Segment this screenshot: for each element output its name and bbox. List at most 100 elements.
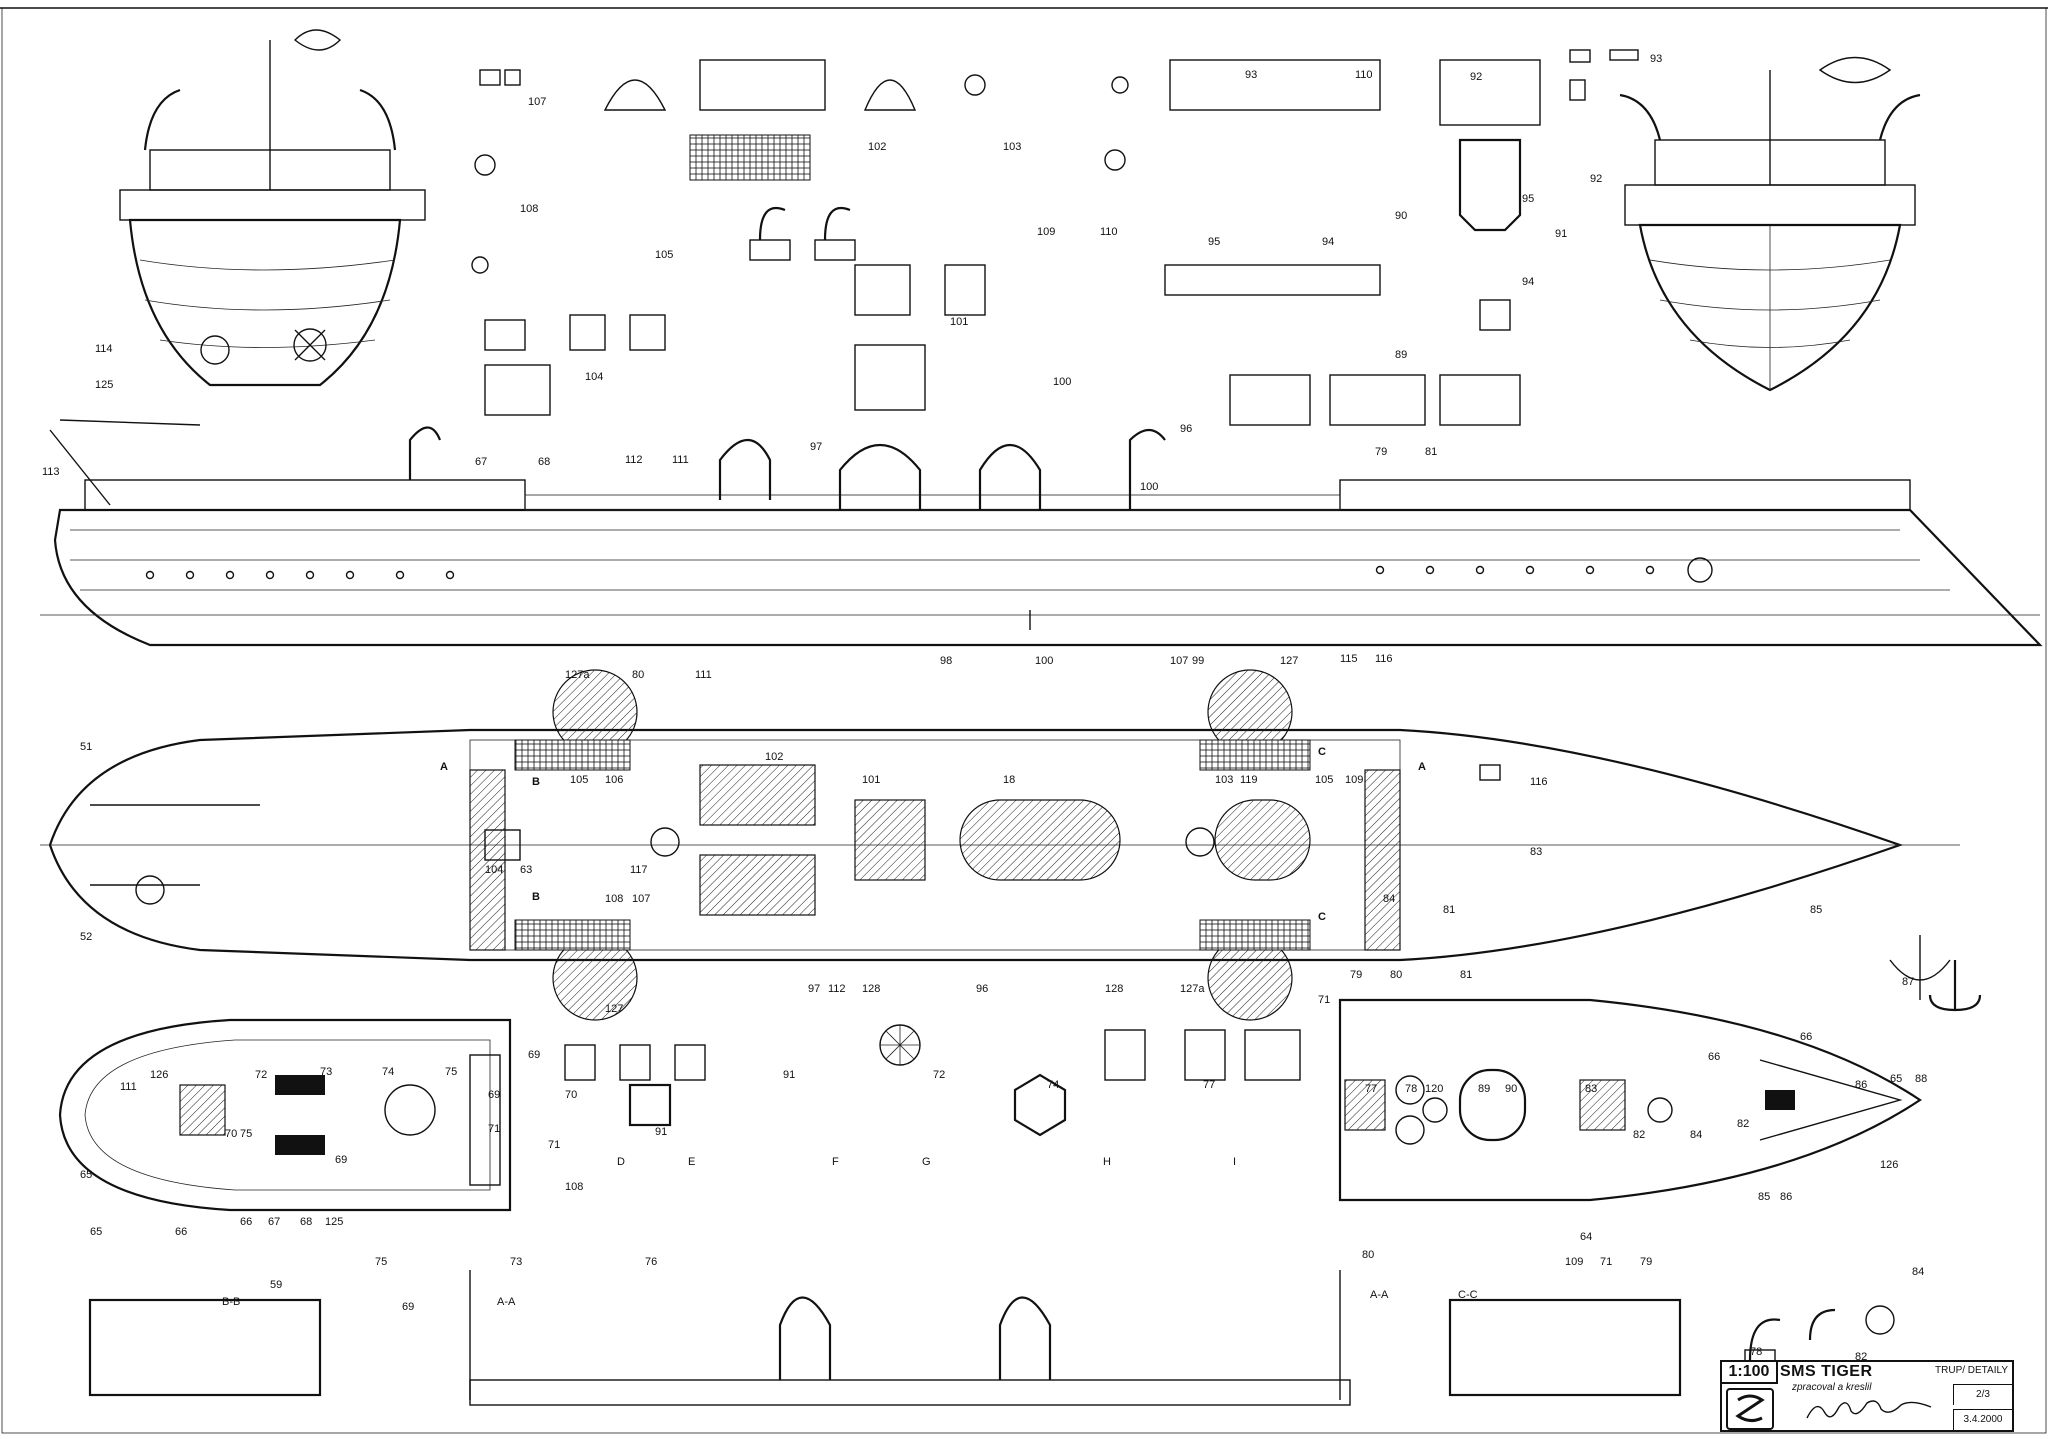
signature-icon (1806, 1400, 1932, 1419)
anchor-icon (1687, 557, 1713, 583)
steering-wheel-icon (964, 74, 986, 96)
propeller-icon (293, 328, 327, 362)
callout: 67 (268, 1216, 280, 1228)
forecastle-deck-plan (1338, 998, 1922, 1202)
callout: 126 (150, 1069, 168, 1081)
callout: 116 (1375, 653, 1393, 665)
callout: 96 (976, 983, 988, 995)
callout: 80 (632, 669, 644, 681)
side-elevation (40, 419, 2043, 647)
callout: 65 (80, 1169, 92, 1181)
callout: 91 (1555, 228, 1567, 240)
callout: 71 (1600, 1256, 1612, 1268)
svg-text:A: A (1418, 761, 1426, 773)
callout: 111 (120, 1081, 137, 1093)
callout: 85 (1810, 904, 1822, 916)
callout: 108 (565, 1181, 583, 1193)
casing-119 (1214, 799, 1311, 881)
callout: 70 (225, 1128, 237, 1140)
callout: 120 (1425, 1083, 1443, 1095)
callout: 110 (1355, 69, 1373, 81)
svg-text:C: C (1318, 746, 1326, 758)
details-bottom (564, 935, 1982, 1381)
callout: 66 (1708, 1051, 1720, 1063)
callout: 90 (1395, 210, 1407, 222)
stern-deck-plan (58, 1018, 512, 1212)
callout: 107 (1170, 655, 1188, 667)
callout: 125 (95, 379, 113, 391)
callout: 101 (950, 316, 968, 328)
section-marks: A B B C C A B-B A-A A-A C-C D E F G H I (222, 746, 1478, 1308)
callout: 78 (1750, 1346, 1762, 1358)
callout: 95 (1522, 193, 1534, 205)
svg-text:F: F (832, 1156, 839, 1168)
callout: 91 (655, 1126, 667, 1138)
callout: 69 (402, 1301, 414, 1313)
callout: 84 (1912, 1266, 1924, 1278)
callout: 69 (488, 1089, 500, 1101)
svg-text:G: G (922, 1156, 931, 1168)
details-top (471, 59, 1129, 416)
callout: 86 (1780, 1191, 1792, 1203)
callout: 96 (1180, 423, 1192, 435)
skylight-102 (699, 764, 816, 826)
callout: 92 (1470, 71, 1482, 83)
callout: 94 (1522, 276, 1534, 288)
callout: 95 (1208, 236, 1220, 248)
callout: 78 (1405, 1083, 1417, 1095)
callout: 104 (585, 371, 603, 383)
callout: 68 (538, 456, 550, 468)
bow-view (1619, 56, 1921, 392)
svg-text:A: A (440, 761, 448, 773)
callout: 119 (1240, 774, 1258, 786)
callout: 66 (175, 1226, 187, 1238)
stern-view (119, 29, 426, 387)
callout: 73 (510, 1256, 522, 1268)
ventilator-icon (1748, 1318, 1781, 1361)
callout: 93 (1245, 69, 1257, 81)
callout: 81 (1425, 446, 1437, 458)
svg-text:C-C: C-C (1458, 1289, 1478, 1301)
callout: 97 (808, 983, 820, 995)
callout: 72 (933, 1069, 945, 1081)
callout: 108 (520, 203, 538, 215)
callout: 80 (1390, 969, 1402, 981)
callout: 127a (1180, 983, 1205, 995)
credit-line: zpracoval a kreslil (1792, 1382, 1872, 1393)
deck-plan (40, 669, 1960, 1021)
callout: 93 (1650, 53, 1662, 65)
svg-text:H: H (1103, 1156, 1111, 1168)
callout: 74 (1047, 1079, 1059, 1091)
hatch-101 (854, 799, 926, 881)
callout: 113 (42, 466, 60, 478)
callout: 115 (1340, 653, 1358, 665)
callout: 107 (632, 893, 650, 905)
callout: 105 (570, 774, 588, 786)
scale-label: 1:100 (1722, 1362, 1778, 1384)
callout: 84 (1383, 893, 1395, 905)
callout: 98 (940, 655, 952, 667)
callout: 94 (1322, 236, 1334, 248)
svg-text:I: I (1233, 1156, 1236, 1168)
lifebuoy-icon (1104, 149, 1126, 171)
callout: 116 (1530, 776, 1548, 788)
svg-text:A-A: A-A (497, 1296, 516, 1308)
capstan-icon (1013, 1073, 1067, 1137)
callout: 106 (605, 774, 623, 786)
casing-18 (959, 799, 1121, 881)
callout: 100 (1035, 655, 1053, 667)
sheet-type: TRUP/ DETAILY (1935, 1365, 2008, 1376)
callout: 104 (485, 864, 503, 876)
callout: 128 (1105, 983, 1123, 995)
callout: 103 (1003, 141, 1021, 153)
anchor-icon (1928, 960, 1982, 1012)
callout-labels: 114 125 113 67 68 112 111 97 100 96 79 8… (42, 53, 1927, 1363)
callout: 127 (1280, 655, 1298, 667)
callout: 105 (1315, 774, 1333, 786)
callout: 75 (240, 1128, 252, 1140)
svg-text:C: C (1318, 911, 1326, 923)
callout: 92 (1590, 173, 1602, 185)
callout: 91 (783, 1069, 795, 1081)
callout: 90 (1505, 1083, 1517, 1095)
